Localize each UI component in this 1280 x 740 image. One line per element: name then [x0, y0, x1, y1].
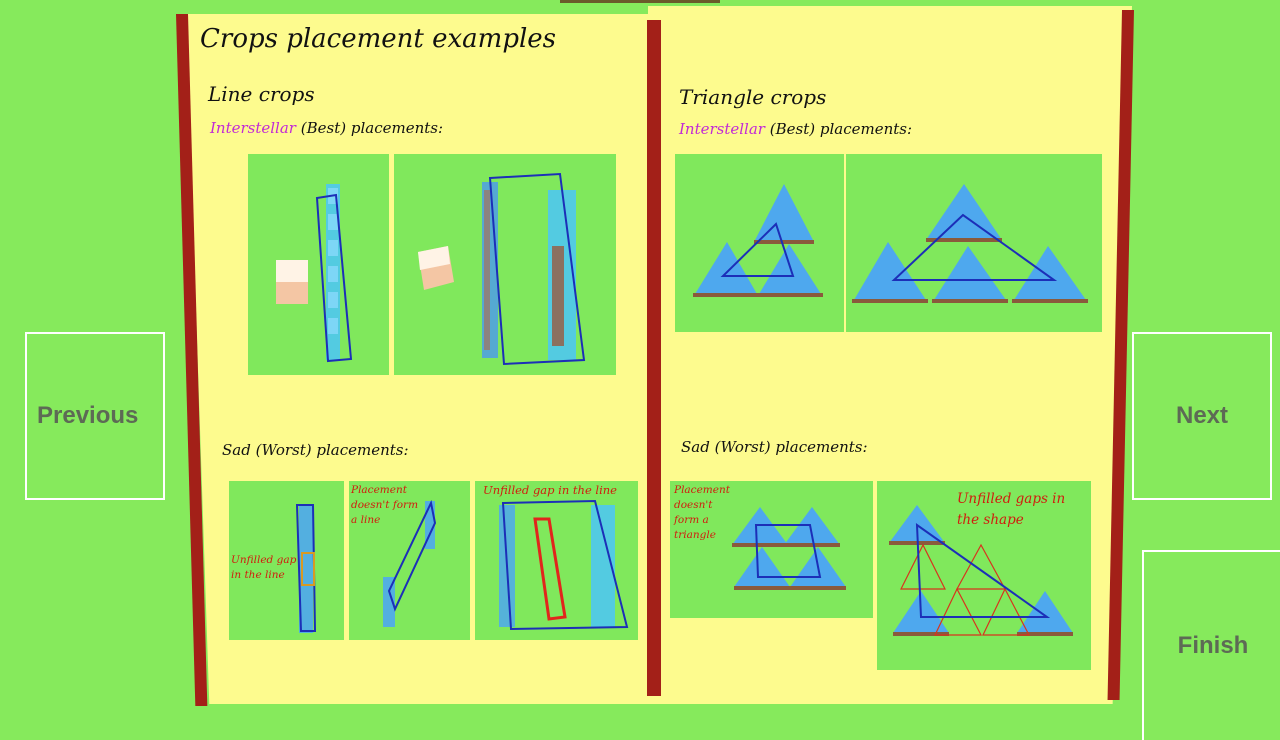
line-worst-image-1: Unfilled gap in the line: [229, 481, 344, 640]
best-rest: (Best) placements:: [764, 120, 913, 138]
triangle-worst-label: Sad (Worst) placements:: [681, 438, 868, 456]
best-rest: (Best) placements:: [295, 119, 444, 137]
line-best-label: Interstellar (Best) placements:: [210, 119, 443, 137]
triangle-worst-image-1: Placement doesn't form a triangle: [670, 481, 873, 618]
line-worst-image-3: Unfilled gap in the line: [475, 481, 638, 640]
book-spine: [647, 20, 661, 696]
gap-top-note: Unfilled gap in the line: [483, 483, 617, 497]
line-worst-label: Sad (Worst) placements:: [222, 441, 409, 459]
triangle-crops-heading: Triangle crops: [679, 85, 827, 109]
line-crops-heading: Line crops: [208, 82, 315, 106]
triangle-best-image-1: [675, 154, 844, 332]
triangle-best-image-2: [846, 154, 1102, 332]
finish-button[interactable]: Finish: [1142, 550, 1280, 740]
gaps-note: Unfilled gaps in the shape: [957, 491, 1066, 528]
triangle-worst-image-2: Unfilled gaps in the shape: [877, 481, 1091, 670]
next-button[interactable]: Next: [1132, 332, 1272, 500]
best-word: Interstellar: [210, 119, 296, 137]
page-title: Crops placement examples: [200, 24, 557, 54]
no-line-note: Placement doesn't form a line: [351, 484, 419, 526]
line-worst-image-2: Placement doesn't form a line: [349, 481, 470, 640]
line-best-image-2: [394, 154, 616, 375]
no-triangle-note: Placement doesn't form a triangle: [674, 484, 730, 541]
triangle-best-label: Interstellar (Best) placements:: [679, 120, 912, 138]
book-top-edge: [560, 0, 720, 3]
previous-button[interactable]: Previous: [25, 332, 165, 500]
line-best-image-1: [248, 154, 389, 375]
gap-note: Unfilled gap in the line: [231, 554, 297, 581]
best-word: Interstellar: [679, 120, 765, 138]
